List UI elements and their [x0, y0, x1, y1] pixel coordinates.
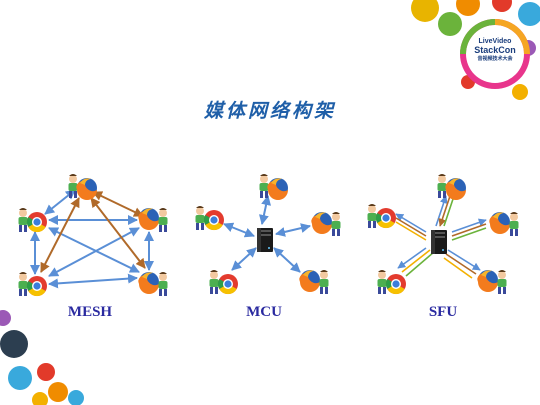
sfu-label: SFU [428, 304, 458, 320]
livevideo-stackcon-logo [460, 19, 530, 89]
logo-line2: StackCon [474, 45, 516, 55]
sfu-diagram [367, 174, 519, 295]
mesh-label: MESH [67, 304, 113, 320]
mcu-diagram [195, 174, 341, 295]
mcu-label: MCU [246, 304, 282, 320]
slide-title: 媒体网络构架 [203, 100, 336, 122]
mesh-diagram [18, 174, 168, 297]
logo-line1: LiveVideo [478, 38, 512, 45]
logo-line3: 音视频技术大会 [477, 56, 513, 62]
